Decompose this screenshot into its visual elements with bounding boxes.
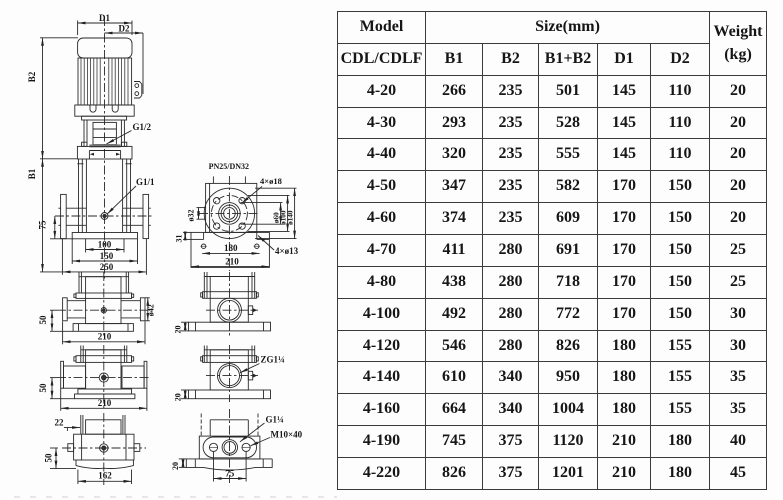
svg-text:ø32: ø32 — [187, 210, 196, 222]
svg-text:100: 100 — [98, 240, 112, 250]
svg-text:ZG1¼: ZG1¼ — [261, 355, 286, 365]
svg-text:50: 50 — [44, 453, 54, 463]
svg-text:4×ø18: 4×ø18 — [260, 176, 282, 186]
svg-text:G1/1: G1/1 — [136, 177, 155, 187]
svg-text:50: 50 — [38, 315, 48, 325]
svg-text:20: 20 — [171, 462, 180, 470]
svg-text:20: 20 — [173, 393, 182, 401]
svg-text:PN25/DN32: PN25/DN32 — [209, 162, 249, 171]
svg-text:B1: B1 — [27, 168, 37, 179]
svg-text:D2: D2 — [119, 24, 130, 34]
svg-text:4×ø13: 4×ø13 — [275, 246, 299, 256]
svg-text:210: 210 — [225, 256, 239, 266]
svg-text:31: 31 — [175, 235, 184, 243]
svg-text:G1/2: G1/2 — [133, 122, 152, 132]
svg-text:210: 210 — [98, 331, 112, 341]
svg-text:M10×40: M10×40 — [271, 430, 303, 440]
svg-text:20: 20 — [173, 326, 182, 334]
svg-text:162: 162 — [98, 470, 112, 480]
svg-text:150: 150 — [100, 251, 114, 261]
svg-text:75: 75 — [38, 220, 48, 230]
svg-text:G1¼: G1¼ — [266, 415, 285, 425]
svg-text:ø140: ø140 — [286, 210, 294, 225]
svg-text:210: 210 — [98, 398, 112, 408]
svg-text:ø42: ø42 — [147, 304, 156, 316]
svg-text:ø60: ø60 — [272, 212, 280, 223]
svg-text:250: 250 — [100, 262, 114, 272]
svg-text:22: 22 — [55, 418, 65, 428]
svg-text:180: 180 — [224, 243, 238, 253]
svg-text:B2: B2 — [27, 71, 37, 82]
svg-text:ø100: ø100 — [279, 210, 287, 225]
svg-text:50: 50 — [38, 383, 48, 393]
svg-text:D1: D1 — [99, 13, 110, 23]
svg-text:75: 75 — [225, 468, 235, 478]
